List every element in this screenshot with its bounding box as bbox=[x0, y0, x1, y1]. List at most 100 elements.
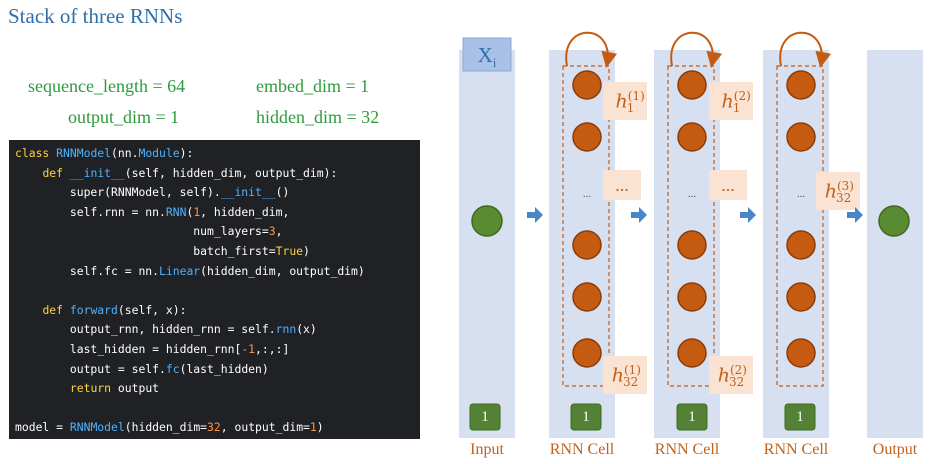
code-line: super(RNNModel, self).__init__() bbox=[15, 183, 420, 203]
code-token: ( bbox=[186, 204, 194, 219]
code-token: RNNModel bbox=[69, 420, 125, 435]
code-token: RNNModel bbox=[56, 146, 112, 160]
hidden-label-superscript: (1) bbox=[623, 363, 641, 377]
code-token: Linear bbox=[159, 263, 201, 278]
hidden-label-h32-layer1: h(1)32 bbox=[603, 364, 647, 388]
param-hidden-dim: hidden_dim = 32 bbox=[256, 107, 380, 127]
hidden-label-superscript: (3) bbox=[836, 179, 854, 193]
recurrent-arrow bbox=[779, 31, 832, 68]
code-line: num_layers=3, bbox=[15, 222, 420, 242]
code-token: () bbox=[275, 185, 290, 200]
code-line: return output bbox=[15, 379, 420, 399]
hidden-label-box bbox=[709, 82, 753, 120]
code-line: batch_first=True) bbox=[15, 242, 420, 262]
code-line: output_rnn, hidden_rnn = self.rnn(x) bbox=[15, 320, 420, 340]
code-token: __init__ bbox=[69, 165, 125, 180]
code-token: model = bbox=[15, 420, 70, 435]
code-token: fc bbox=[165, 361, 180, 376]
hidden-node bbox=[677, 122, 707, 152]
code-token: (nn. bbox=[111, 146, 139, 160]
input-node bbox=[471, 205, 503, 237]
cell-dashed-frame bbox=[776, 65, 824, 387]
hidden-label-h32-layer2: h(2)32 bbox=[709, 364, 753, 388]
hidden-node bbox=[572, 122, 602, 152]
code-token: def bbox=[42, 302, 70, 317]
ellipsis-box bbox=[603, 170, 641, 200]
hidden-label-superscript: (2) bbox=[733, 89, 751, 103]
cell-dashed-frame bbox=[667, 65, 715, 387]
code-token: (self, hidden_dim, output_dim): bbox=[124, 165, 338, 180]
hidden-label-superscript: (2) bbox=[729, 363, 747, 377]
ellipsis-label: ... bbox=[721, 175, 735, 195]
input-symbol-text: X bbox=[477, 43, 493, 67]
hidden-node bbox=[786, 70, 816, 100]
input-symbol-box bbox=[462, 37, 512, 72]
code-token: Module bbox=[138, 146, 180, 160]
code-token: ): bbox=[179, 146, 194, 160]
sequence-one-label: 1 bbox=[582, 409, 590, 425]
code-token: self.rnn = nn. bbox=[15, 204, 166, 219]
hidden-node bbox=[786, 282, 816, 312]
code-line: model = RNNModel(hidden_dim=32, output_d… bbox=[15, 418, 420, 438]
code-line: class RNNModel(nn.Module): bbox=[15, 144, 420, 164]
hidden-label-h32-layer3: h(3)32 bbox=[816, 180, 860, 204]
code-token: (last_hidden) bbox=[179, 361, 269, 376]
flow-arrow bbox=[740, 207, 756, 223]
code-token: ,:,:] bbox=[255, 341, 290, 356]
code-token: class bbox=[15, 146, 57, 160]
code-token: rnn bbox=[275, 322, 297, 337]
hidden-label-base: h bbox=[611, 364, 624, 387]
hidden-node bbox=[786, 338, 816, 368]
code-token: -1 bbox=[241, 341, 256, 356]
column-label: Input bbox=[470, 441, 504, 458]
param-sequence-length: sequence_length = 64 bbox=[28, 76, 186, 96]
hidden-label-superscript: (1) bbox=[627, 89, 645, 103]
hidden-label-subscript: 32 bbox=[622, 375, 639, 390]
code-line: def forward(self, x): bbox=[15, 301, 420, 321]
output-node bbox=[878, 205, 910, 237]
column-background bbox=[867, 50, 923, 438]
sequence-one-box bbox=[784, 403, 816, 431]
code-token: self.fc = nn. bbox=[15, 263, 160, 278]
hidden-label-h1-layer1: h(1)1 bbox=[603, 90, 647, 114]
sequence-one-box bbox=[570, 403, 602, 431]
code-token: last_hidden = hidden_rnn[ bbox=[15, 341, 242, 356]
code-token: , output_dim= bbox=[220, 420, 310, 435]
code-line: self.fc = nn.Linear(hidden_dim, output_d… bbox=[15, 262, 420, 282]
code-line: def __init__(self, hidden_dim, output_di… bbox=[15, 164, 420, 184]
hidden-label-h1-layer2: h(2)1 bbox=[709, 90, 753, 114]
column-label: RNN Cell bbox=[549, 441, 615, 458]
code-token: ) bbox=[316, 420, 324, 435]
recurrent-arrow bbox=[565, 31, 618, 68]
flow-arrow bbox=[527, 207, 543, 223]
ellipsis-label: ... bbox=[615, 175, 629, 195]
code-token: (x) bbox=[296, 322, 317, 337]
code-token: ) bbox=[303, 243, 310, 258]
code-line: self.rnn = nn.RNN(1, hidden_dim, bbox=[15, 203, 420, 223]
hidden-node bbox=[677, 338, 707, 368]
column-label: RNN Cell bbox=[763, 441, 829, 458]
hidden-label-subscript: 1 bbox=[626, 101, 635, 116]
code-token: output bbox=[117, 381, 160, 396]
code-token: (hidden_dim, output_dim) bbox=[200, 263, 365, 278]
hidden-node bbox=[677, 230, 707, 260]
code-token: num_layers= bbox=[15, 224, 269, 239]
small-ellipsis: ... bbox=[796, 188, 806, 200]
hidden-label-subscript: 1 bbox=[732, 101, 741, 116]
column-label: RNN Cell bbox=[654, 441, 720, 458]
recurrent-arrow bbox=[670, 31, 723, 68]
code-line: output = self.fc(last_hidden) bbox=[15, 360, 420, 380]
code-token: , bbox=[275, 224, 283, 239]
flow-arrow bbox=[847, 207, 863, 223]
hidden-node bbox=[786, 230, 816, 260]
hidden-label-base: h bbox=[824, 180, 837, 203]
input-symbol-label: Xi bbox=[467, 40, 507, 70]
column-background bbox=[459, 50, 515, 438]
small-ellipsis: ... bbox=[687, 188, 697, 200]
code-token: __init__ bbox=[220, 185, 276, 200]
sequence-one-label: 1 bbox=[796, 409, 804, 425]
code-token: output_rnn, hidden_rnn = self. bbox=[15, 322, 276, 337]
flow-arrow bbox=[631, 207, 647, 223]
code-token: 1 bbox=[193, 204, 201, 219]
param-embed-dim: embed_dim = 1 bbox=[256, 76, 370, 96]
